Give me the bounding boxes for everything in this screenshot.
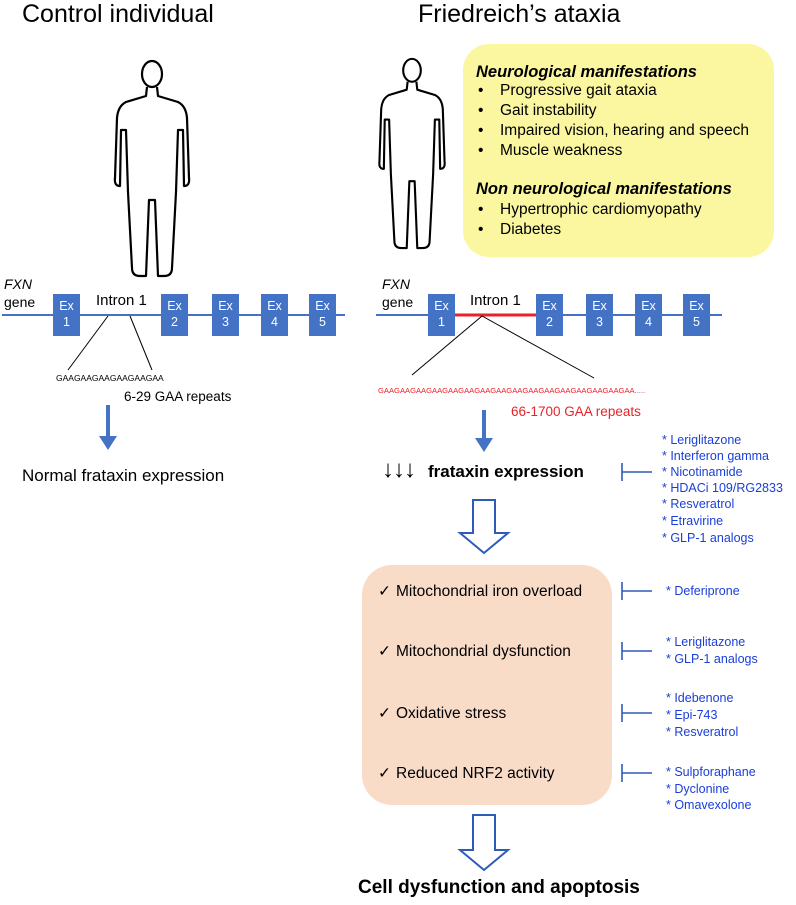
disease-fxn-label: FXN [382, 276, 410, 292]
inhibition-bar-mito [621, 642, 652, 660]
final-outcome: Cell dysfunction and apoptosis [358, 877, 640, 898]
mechanisms-box [362, 565, 612, 805]
disease-sequence: GAAGAAGAAGAAGAAGAAGAAGAAGAAGAAGAAGAAGAAG… [378, 386, 646, 395]
frataxin-expression-label: frataxin expression [428, 462, 584, 481]
disease-repeats: 66-1700 GAA repeats [511, 404, 641, 419]
disease-intron-label: Intron 1 [470, 292, 521, 309]
neuro-heading: Neurological manifestations [476, 63, 697, 81]
drug-item: * Nicotinamide [662, 465, 743, 479]
neuro-item: •Progressive gait ataxia [478, 82, 657, 99]
neuro-item: •Gait instability [478, 102, 597, 119]
control-sequence: GAAGAAGAAGAAGAAGAA [56, 373, 164, 383]
drug-item: * GLP-1 analogs [666, 652, 758, 666]
drug-item: * Leriglitazone [666, 635, 746, 649]
drug-item: * Etravirine [662, 514, 724, 528]
mechanism-oxidative: ✓Oxidative stress [378, 705, 507, 722]
control-intron-label: Intron 1 [96, 292, 147, 309]
control-title: Control individual [22, 0, 214, 28]
neuro-item: •Muscle weakness [478, 142, 623, 159]
non-neuro-item: •Diabetes [478, 221, 562, 238]
disease-arrow-head [475, 438, 493, 452]
drug-item: * Interferon gamma [662, 449, 769, 463]
control-zoom-line-left [67, 315, 109, 371]
drug-item: * Sulpforaphane [666, 765, 756, 779]
non-neuro-heading: Non neurological manifestations [476, 180, 732, 198]
disease-zoom-line-right [481, 315, 595, 379]
drug-item: * HDACi 109/RG2833 [662, 481, 783, 495]
inhibition-bar-nrf2 [621, 764, 652, 782]
control-human-icon [113, 59, 191, 278]
neuro-item: •Impaired vision, hearing and speech [478, 122, 750, 139]
disease-zoom-line-left [411, 315, 483, 376]
drug-item: * Leriglitazone [662, 433, 742, 447]
control-fxn-label: FXN [4, 276, 32, 292]
inhibition-bar-iron [621, 582, 652, 600]
drug-item: * Deferiprone [666, 584, 740, 598]
drug-item: * Idebenone [666, 691, 734, 705]
down-arrows: ↓↓↓ [382, 456, 416, 483]
hollow-arrow-final [457, 814, 511, 872]
control-result: Normal frataxin expression [22, 466, 225, 485]
hollow-arrow-expression [457, 499, 511, 555]
drug-item: * Resveratrol [662, 497, 735, 511]
mechanism-nrf2: ✓Reduced NRF2 activity [378, 765, 555, 782]
drug-item: * Resveratrol [666, 725, 739, 739]
manifestations-box [463, 44, 774, 257]
control-arrow-head [99, 436, 117, 450]
control-gene-word: gene [4, 294, 36, 310]
patient-human-icon [378, 57, 446, 250]
drug-item: * Epi-743 [666, 708, 718, 722]
inhibition-bar-expression [621, 463, 652, 481]
drug-item: * GLP-1 analogs [662, 531, 754, 545]
control-repeats: 6-29 GAA repeats [124, 389, 232, 404]
inhibition-bar-oxidative [621, 704, 652, 722]
control-zoom-line-right [129, 315, 153, 371]
mechanism-mito: ✓Mitochondrial dysfunction [378, 643, 571, 660]
drug-item: * Omavexolone [666, 798, 752, 812]
mechanism-iron: ✓Mitochondrial iron overload [378, 583, 583, 600]
disease-title: Friedreich’s ataxia [418, 0, 621, 28]
non-neuro-item: •Hypertrophic cardiomyopathy [478, 201, 702, 218]
drug-item: * Dyclonine [666, 782, 730, 796]
disease-gene-word: gene [382, 294, 414, 310]
